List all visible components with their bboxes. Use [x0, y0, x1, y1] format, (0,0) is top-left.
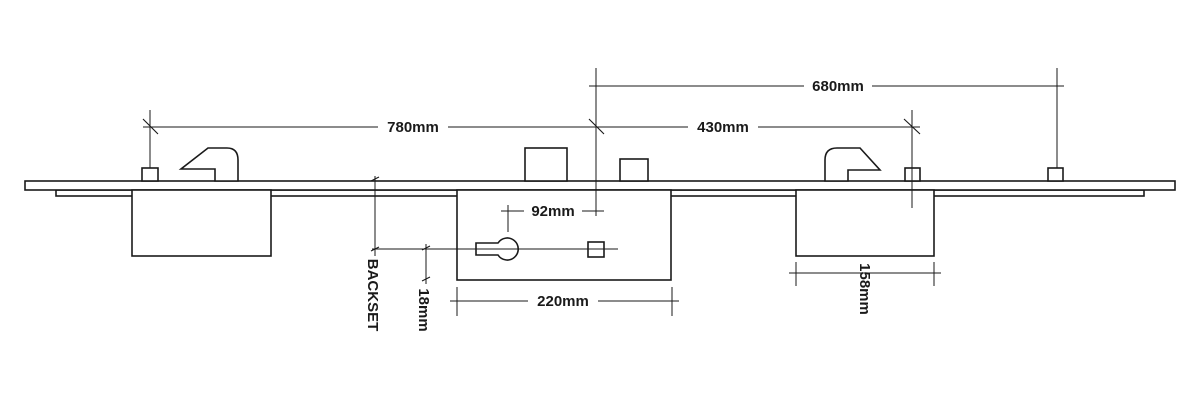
- far-right-roller-bolt: [1047, 167, 1064, 182]
- label-780mm: 780mm: [387, 119, 439, 136]
- center-deadbolt: [524, 147, 568, 182]
- label-backset: BACKSET: [364, 259, 381, 332]
- label-680mm: 680mm: [812, 78, 864, 95]
- right-gearbox: [795, 189, 935, 257]
- center-latch: [619, 158, 649, 182]
- dimension-labels: 680mm 780mm 430mm 92mm 220mm 158mm BACKS…: [364, 76, 873, 332]
- left-roller-bolt: [141, 167, 159, 182]
- left-gearbox: [131, 189, 272, 257]
- faceplate: [24, 180, 1176, 191]
- center-gearbox: [456, 189, 672, 281]
- label-220mm: 220mm: [537, 293, 589, 310]
- label-18mm: 18mm: [415, 288, 432, 331]
- label-92mm: 92mm: [531, 203, 574, 220]
- label-430mm: 430mm: [697, 119, 749, 136]
- left-hook-bolt: [178, 147, 239, 182]
- right-hook-bolt: [824, 147, 882, 182]
- label-158mm: 158mm: [856, 263, 873, 315]
- lock-assembly: [24, 147, 1176, 281]
